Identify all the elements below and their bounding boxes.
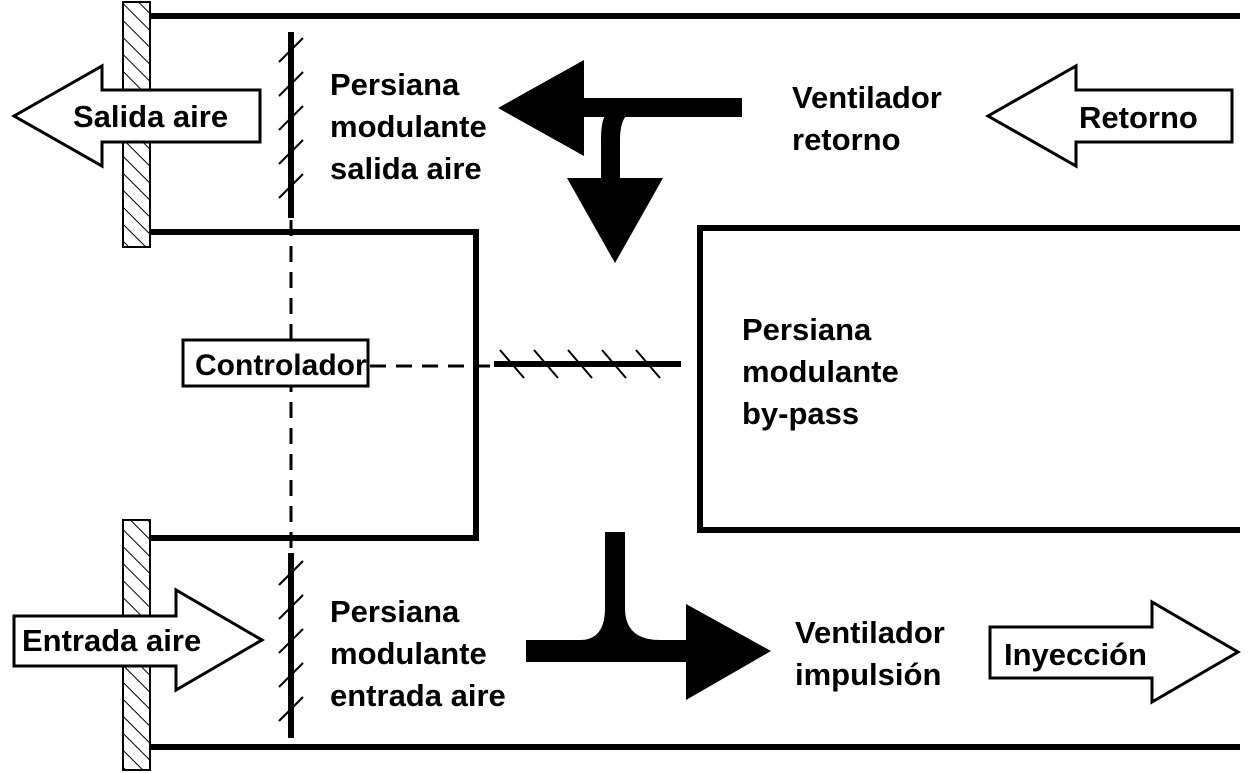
intake-air-label: Entrada aire — [22, 623, 201, 658]
supply-air-label: Inyección — [1004, 637, 1147, 672]
intake-damper — [278, 553, 304, 738]
bypass-damper — [494, 349, 681, 379]
supply-fan-line-1: Ventilador — [795, 615, 945, 650]
bypass-damper-line-1: Persiana — [742, 312, 872, 347]
intake-damper-line-2: modulante — [330, 636, 487, 671]
supply-air-arrow: Inyección — [988, 599, 1241, 705]
exhaust-damper-line-2: modulante — [330, 109, 487, 144]
intake-damper-label: Persiana modulante entrada aire — [330, 594, 506, 713]
exhaust-damper-label: Persiana modulante salida aire — [330, 67, 495, 186]
intake-damper-line-1: Persiana — [330, 594, 460, 629]
controller-label: Controlador — [195, 349, 367, 382]
supply-flow-arrow — [526, 532, 771, 700]
exhaust-damper-line-1: Persiana — [330, 67, 460, 102]
return-fan-line-1: Ventilador — [792, 80, 942, 115]
upper-inner-wall — [150, 229, 479, 541]
exhaust-damper — [278, 32, 304, 218]
return-fan-label: Ventilador retorno — [792, 80, 951, 157]
exhaust-damper-line-3: salida aire — [330, 151, 482, 186]
bypass-damper-line-3: by-pass — [742, 396, 859, 431]
controller-box — [181, 338, 370, 388]
bypass-damper-label: Persiana modulante by-pass — [742, 312, 907, 431]
return-air-arrow: Retorno — [984, 63, 1234, 169]
intake-damper-line-3: entrada aire — [330, 678, 506, 713]
return-air-label: Retorno — [1079, 100, 1198, 135]
supply-fan-line-2: impulsión — [795, 657, 941, 692]
exhaust-air-label: Salida aire — [73, 99, 228, 134]
return-fan-line-2: retorno — [792, 122, 901, 157]
supply-fan-label: Ventilador impulsión — [795, 615, 954, 692]
bypass-damper-line-2: modulante — [742, 354, 899, 389]
duct-walls — [150, 13, 1240, 750]
exhaust-air-arrow: Salida aire — [10, 63, 262, 169]
intake-air-arrow: Entrada aire — [12, 587, 265, 693]
return-flow-arrow — [498, 60, 742, 263]
bypass-right-wall — [697, 225, 1240, 533]
